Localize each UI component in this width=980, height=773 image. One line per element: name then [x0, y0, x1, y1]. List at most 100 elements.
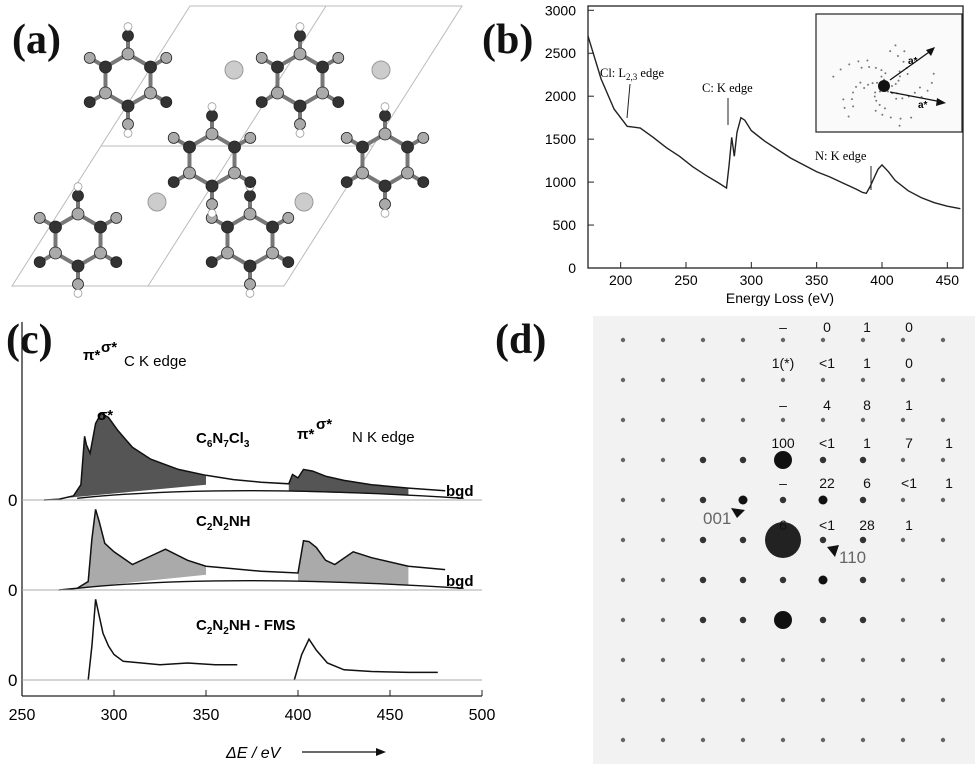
background-fit-line: [77, 579, 464, 589]
diffraction-spot: [779, 576, 787, 584]
diffraction-dot: [873, 95, 876, 98]
diffraction-spot: [860, 417, 866, 423]
diffraction-dot: [847, 115, 850, 118]
diffraction-spot: [774, 611, 792, 629]
bgd-label-1: bgd: [446, 483, 474, 500]
carbon-atom: [316, 86, 329, 100]
diffraction-spot: [620, 337, 626, 343]
carbon-atom: [244, 131, 257, 144]
intensity-cell: 6: [863, 475, 871, 491]
hydrogen-atom: [123, 128, 133, 138]
nitrogen-atom: [160, 96, 173, 108]
y-tick-label: 2500: [545, 45, 576, 61]
inset-label-1: a*: [908, 56, 918, 67]
chlorine-atom: [224, 60, 244, 80]
nitrogen-atom: [206, 109, 218, 122]
diffraction-spot: [940, 577, 946, 583]
carbon-atom: [255, 52, 268, 64]
hydrogen-atom: [73, 182, 83, 192]
nitrogen-atom: [266, 220, 279, 234]
diffraction-dot: [902, 60, 905, 63]
diffraction-dot: [889, 50, 892, 53]
nitrogen-atom: [401, 140, 414, 154]
diffraction-spot: [900, 617, 906, 623]
atoms: [33, 22, 430, 298]
diffraction-dot: [874, 66, 877, 69]
diffraction-dot: [886, 90, 889, 93]
sigma-star-label-c: σ*: [101, 339, 117, 356]
carbon-atom: [379, 198, 391, 211]
carbon-atom: [221, 246, 234, 260]
diffraction-spot: [700, 657, 706, 663]
x-tick-label: 450: [377, 707, 404, 724]
diffraction-spot: [620, 737, 626, 743]
intensity-cell: 1: [945, 435, 953, 451]
diffraction-dot: [930, 81, 933, 84]
diffraction-spot: [940, 457, 946, 463]
diffraction-spot: [620, 497, 626, 503]
y-tick-label: 0: [8, 671, 17, 690]
hydrogen-atom: [295, 22, 305, 32]
carbon-atom: [205, 127, 219, 141]
diffraction-spot: [739, 456, 747, 464]
carbon-atom: [401, 166, 414, 180]
c-edge-annotation: C: K edge: [702, 81, 753, 95]
nitrogen-atom: [294, 29, 306, 42]
diffraction-dot: [867, 83, 870, 86]
diffraction-dot: [859, 81, 862, 84]
nitrogen-atom: [49, 220, 62, 234]
diffraction-spot: [660, 377, 666, 383]
molecular-structure-diagram: [11, 5, 463, 298]
carbon-atom: [244, 278, 256, 291]
diffraction-dot: [842, 98, 845, 101]
diffraction-spot: [820, 657, 826, 663]
diffraction-dot: [918, 86, 921, 89]
intensity-cell: <1: [819, 355, 835, 371]
hydrogen-atom: [380, 102, 390, 112]
y-tick-label: 1500: [545, 131, 576, 147]
diffraction-dot: [852, 105, 855, 108]
diffraction-spot: [738, 495, 748, 505]
carbon-atom: [160, 52, 173, 64]
edge-integration-fill: [44, 413, 206, 500]
cl-edge-annotation: Cl: L2,3 edge: [600, 66, 664, 82]
diffraction-spot: [859, 496, 867, 504]
nitrogen-atom: [221, 220, 234, 234]
diffraction-dot: [843, 106, 846, 109]
diffraction-spot: [940, 657, 946, 663]
diffraction-spot: [860, 657, 866, 663]
x-tick-label: 350: [193, 707, 220, 724]
y-tick-label: 2000: [545, 88, 576, 104]
diffraction-dot: [880, 75, 883, 78]
intensity-cell: 22: [819, 475, 835, 491]
y-tick-label: 500: [553, 217, 577, 233]
nitrogen-atom: [121, 99, 135, 113]
diffraction-dot: [871, 82, 874, 85]
x-tick-label: 200: [609, 272, 633, 288]
x-tick-label: 450: [936, 272, 960, 288]
intensity-cell: –: [779, 319, 787, 335]
x-tick-label: 350: [805, 272, 829, 288]
diffraction-spot: [860, 377, 866, 383]
edge-integration-fill: [58, 509, 206, 590]
diffraction-dot: [860, 66, 863, 69]
diffraction-dot: [926, 89, 929, 92]
diffraction-dot: [878, 90, 881, 93]
diffraction-spot: [620, 417, 626, 423]
diffraction-dot: [832, 75, 835, 78]
hydrogen-atom: [73, 288, 83, 298]
diffraction-spot: [740, 377, 746, 383]
diffraction-dot: [896, 55, 899, 58]
x-tick-label: 250: [9, 707, 36, 724]
x-tick-label: 250: [674, 272, 698, 288]
diffraction-dot: [857, 60, 860, 63]
intensity-cell: –: [779, 397, 787, 413]
nitrogen-atom: [244, 176, 257, 189]
spectrum-line: [587, 35, 961, 210]
x-tick-label: 300: [101, 707, 128, 724]
diffraction-dot: [850, 98, 853, 101]
diffraction-spot: [940, 417, 946, 423]
